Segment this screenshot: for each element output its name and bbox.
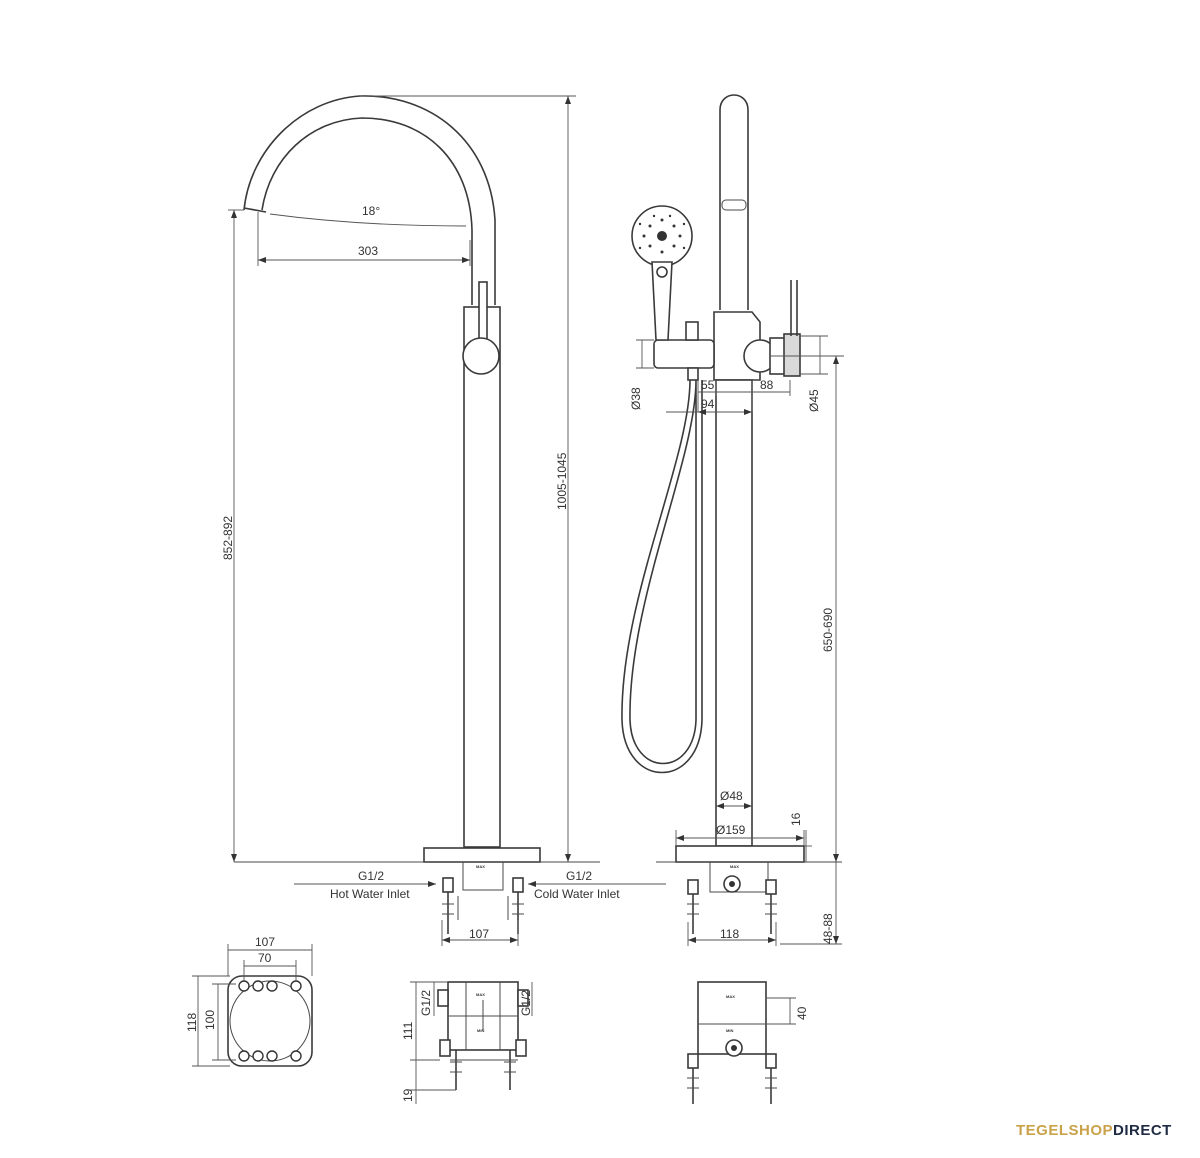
plan-view (227, 975, 313, 1067)
max-mark: MAX (476, 864, 485, 869)
plan-outer-width-dimension: 107 (255, 935, 275, 949)
plan-inner-width-dimension: 70 (258, 951, 272, 965)
holder-diameter-dimension: Ø38 (629, 387, 643, 410)
box-min-mark: MIN (477, 1028, 484, 1033)
box-side-max-mark: MAX (726, 994, 735, 999)
box-height-dimension: 111 (401, 1021, 415, 1040)
spout-reach-dimension: 303 (358, 244, 378, 258)
handle-diameter-dimension: Ø45 (807, 389, 821, 412)
box-height-range-dimension: 48-88 (821, 913, 835, 944)
hot-inlet-label: Hot Water Inlet (330, 887, 410, 901)
box-right-thread: G1/2 (519, 990, 533, 1016)
plan-inner-height-dimension: 100 (203, 1010, 217, 1030)
brand-logo: TEGELSHOPDIRECT (1016, 1122, 1172, 1140)
cold-inlet-label: Cold Water Inlet (534, 887, 620, 901)
base-width-front-dimension: 107 (469, 927, 489, 941)
max-mark-height-dimension: 40 (795, 1006, 809, 1020)
leg-height-dimension: 19 (401, 1088, 415, 1102)
dimension-88: 88 (760, 378, 774, 392)
cold-inlet-thread: G1/2 (566, 869, 592, 883)
base-diameter-dimension: Ø159 (716, 823, 746, 837)
plan-outer-height-dimension: 118 (185, 1013, 199, 1032)
box-front-view: MAX MIN (437, 981, 529, 1090)
spout-height-dimension: 852-892 (221, 516, 235, 560)
brand-logo-part2: DIRECT (1113, 1122, 1172, 1139)
holder-height-dimension: 650-690 (821, 608, 835, 652)
hot-inlet-thread: G1/2 (358, 869, 384, 883)
dimension-55: 55 (701, 378, 715, 392)
box-side-view: MAX MIN (687, 981, 777, 1104)
shower-nozzles (638, 214, 686, 254)
faucet-front-view: MAX (243, 95, 541, 934)
base-width-side-dimension: 118 (720, 927, 739, 941)
faucet-side-view: MAX (621, 94, 805, 934)
brand-logo-part1: TEGELSHOP (1016, 1122, 1114, 1139)
dimension-94: 94 (701, 397, 715, 411)
box-left-thread: G1/2 (419, 990, 433, 1016)
base-thickness-dimension: 16 (789, 812, 803, 826)
box-max-mark: MAX (476, 992, 485, 997)
max-mark-side: MAX (730, 864, 739, 869)
box-side-min-mark: MIN (726, 1028, 733, 1033)
pipe-diameter-dimension: Ø48 (720, 789, 743, 803)
angle-dimension: 18° (362, 204, 380, 218)
total-height-dimension: 1005-1045 (555, 452, 569, 510)
